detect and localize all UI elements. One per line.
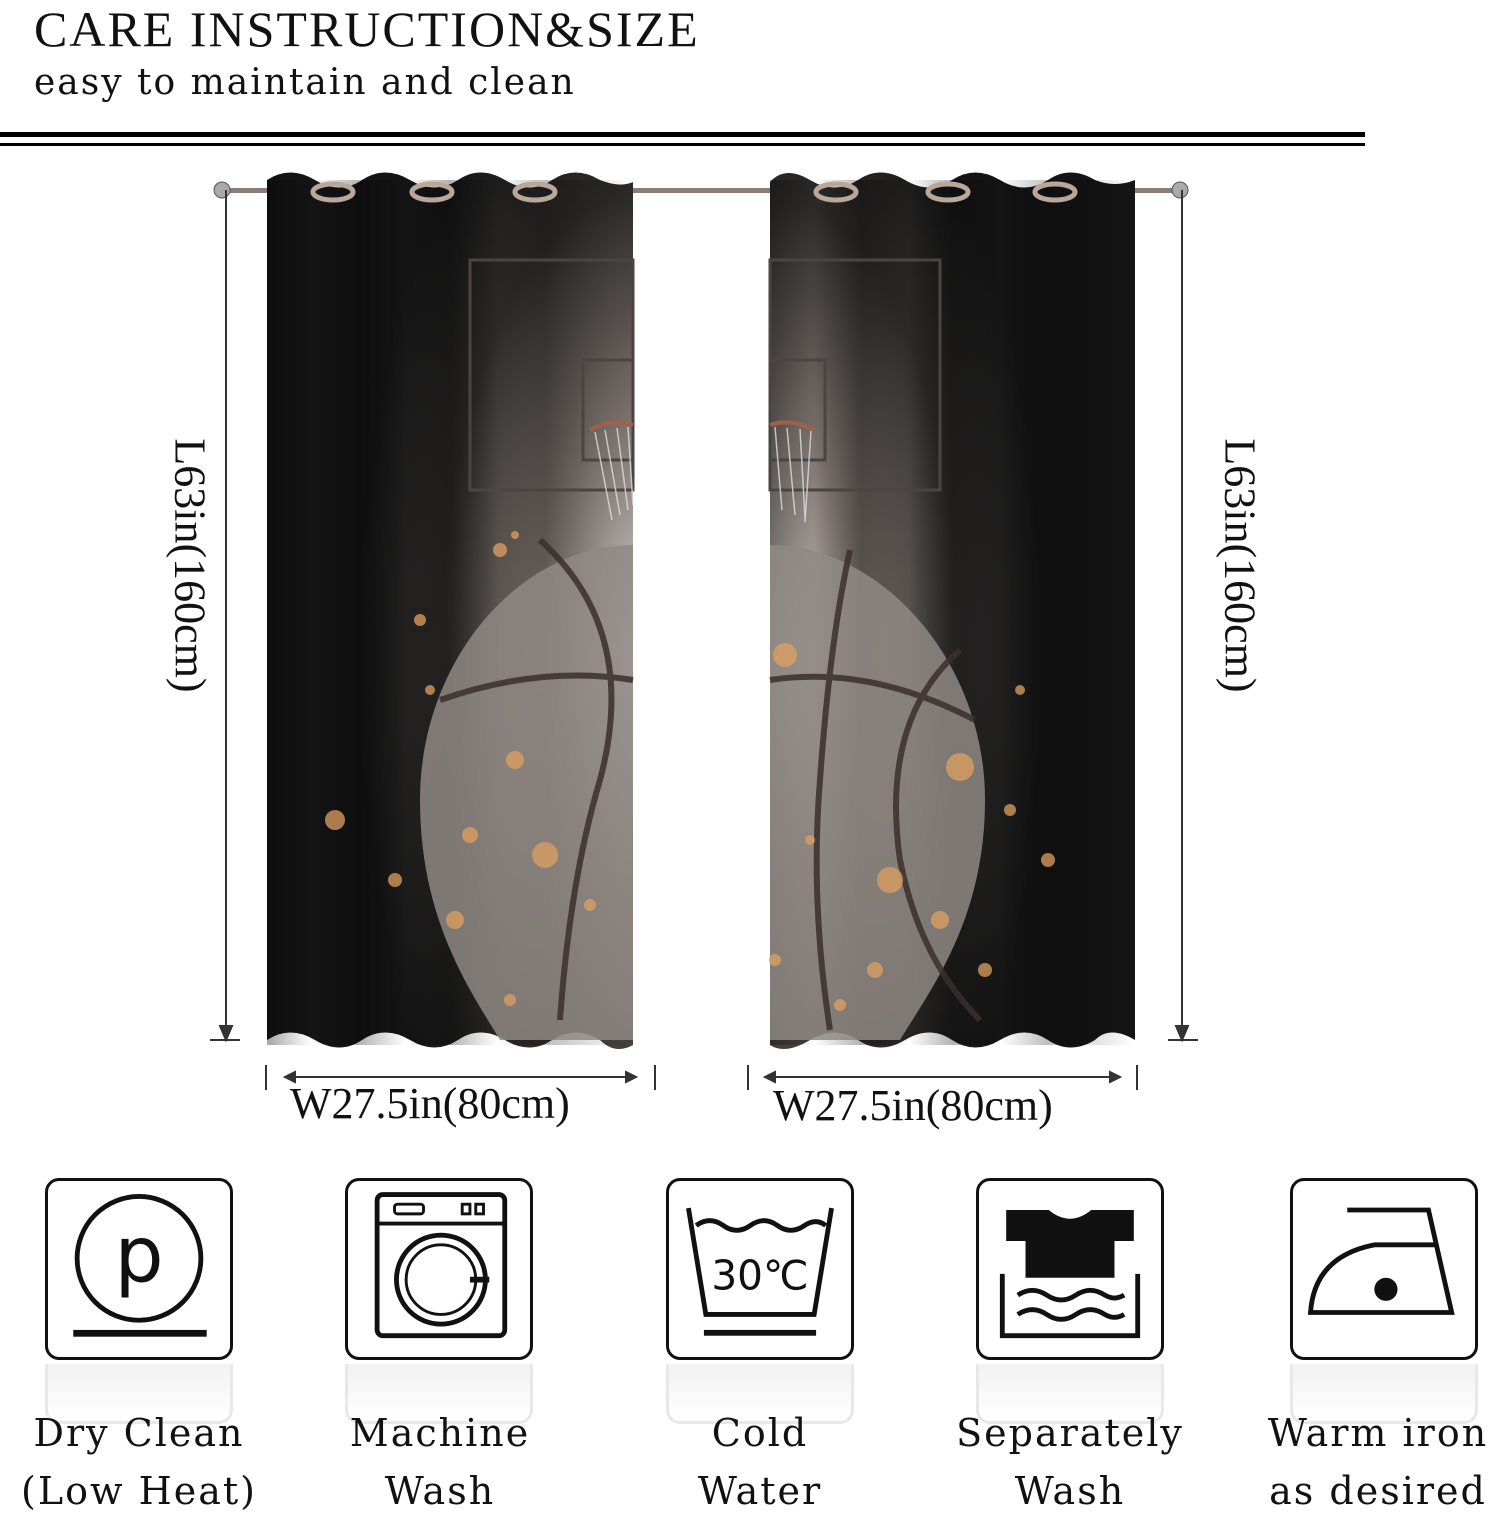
washing-machine-icon xyxy=(345,1178,533,1360)
page-title: CARE INSTRUCTION&SIZE xyxy=(34,1,700,57)
page-subtitle: easy to maintain and clean xyxy=(34,62,576,103)
curtain-product-image: L63in(160cm) L63in(160cm) W27.5in(80cm) … xyxy=(0,160,1500,1160)
width-label-right: W27.5in(80cm) xyxy=(773,1081,1053,1130)
iron-icon xyxy=(1290,1178,1478,1360)
care-label: Warm iron as desired xyxy=(1267,1411,1489,1513)
dry-clean-icon: p xyxy=(45,1178,233,1360)
length-label-right: L63in(160cm) xyxy=(1215,438,1265,693)
svg-text:30℃: 30℃ xyxy=(711,1251,808,1299)
care-label: Cold Water xyxy=(697,1411,823,1513)
care-label: Machine Wash xyxy=(349,1411,531,1513)
curtain-illustration xyxy=(210,172,1198,1090)
wash-30c-icon: 30℃ xyxy=(666,1178,854,1360)
separate-wash-icon xyxy=(976,1178,1164,1360)
care-label: Separately Wash xyxy=(956,1411,1184,1513)
divider-thin xyxy=(0,143,1365,146)
width-label-left: W27.5in(80cm) xyxy=(290,1079,570,1128)
svg-text:p: p xyxy=(114,1211,163,1301)
divider-thick xyxy=(0,132,1365,137)
length-label-left: L63in(160cm) xyxy=(165,438,215,693)
care-label: Dry Clean (Low Heat) xyxy=(21,1411,257,1513)
